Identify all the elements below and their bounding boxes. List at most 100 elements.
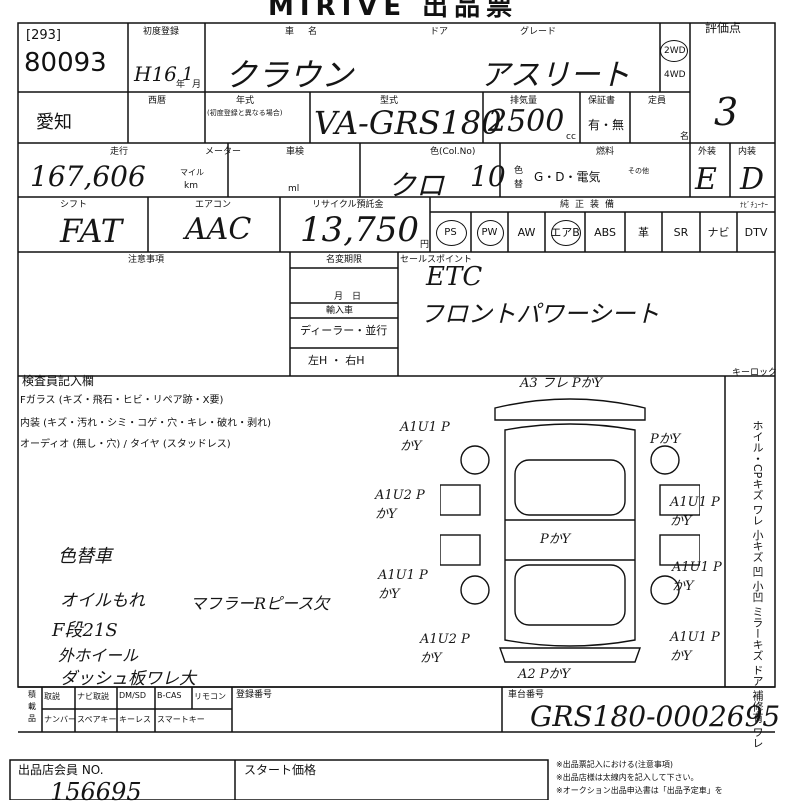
equipment-item: SR — [673, 225, 689, 239]
name-change-date: 月 日 — [334, 292, 362, 302]
right-vertical-labels: ホイル・CPキズ ワレ 小キズ 凹 小凹 ミラーキズ ドア 補修有 ワレ — [751, 420, 764, 749]
shift-label: シフト — [60, 200, 88, 210]
diagram-note-r3: A1U1 PかY — [670, 630, 720, 664]
score-value: 3 — [714, 90, 739, 134]
sales-point-2: フロントパワーシート — [420, 300, 660, 328]
equipment-item: AW — [517, 225, 536, 239]
inspection-label: 車検 — [286, 147, 305, 157]
first-reg-label: 初度登録 — [143, 27, 180, 37]
name-change-label: 名変期限 — [326, 255, 363, 265]
recycle-value: 13,750 — [300, 210, 419, 250]
bottom-label-char: 品 — [28, 714, 36, 723]
color-code-value: 10 — [470, 160, 506, 193]
exterior-label: 外装 — [698, 147, 717, 157]
shift-value: FAT — [60, 212, 123, 250]
bottom-item: スペアキー — [77, 715, 117, 724]
equipment-item: ABS — [594, 225, 616, 239]
grade-label: グレード — [520, 27, 557, 37]
bottom-label-char: 載 — [28, 702, 36, 711]
color-prefix-2: 替 — [514, 180, 524, 190]
nav-note: ﾅﾋﾞﾁｭｰﾅｰ — [740, 201, 768, 209]
color-prefix: 色 — [514, 166, 524, 176]
bottom-item: DM/SD — [119, 691, 146, 700]
door-label: ドア — [430, 27, 449, 37]
displacement-label: 排気量 — [510, 96, 538, 106]
equipment-item: ナビ — [707, 226, 730, 239]
car-diagram — [440, 398, 700, 663]
displacement-value: 2500 — [488, 104, 565, 139]
note-oil-leak: オイルもれ — [60, 591, 145, 611]
fuel-label: 燃料 — [596, 147, 615, 157]
model-value: VA-GRS180 — [314, 104, 502, 142]
note-dash: ダッシュ板ワレ大 — [60, 669, 196, 689]
diagram-note-fr: PかY — [650, 432, 681, 447]
fuel-other: その他 — [628, 167, 649, 175]
year-type-label: 西暦 — [148, 96, 167, 106]
equipment-circle — [436, 220, 467, 246]
mileage-label: 走行 — [110, 147, 129, 157]
fglass-line: Fガラス (キズ・飛石・ヒビ・リペア跡・X要) — [20, 395, 224, 406]
import-label: 輸入車 — [326, 306, 354, 316]
interior-value: D — [740, 162, 765, 197]
warranty-options: 有・無 — [588, 118, 625, 132]
color-value: クロ — [388, 169, 445, 202]
bottom-item: キーレス — [119, 715, 151, 724]
model-year-note: (初度登録と異なる場合) — [207, 109, 283, 117]
yen-unit: 円 — [420, 240, 430, 250]
diagram-note-a2: A2 PかY — [518, 667, 571, 682]
chassis-label: 車台番号 — [508, 690, 545, 700]
insp-year: ml — [288, 184, 300, 194]
score-label: 評価点 — [705, 21, 742, 35]
sheet-title: MIRIVE 出品票 — [268, 0, 519, 22]
seller-number-value: 156695 — [50, 778, 142, 806]
year-unit: 年 — [176, 80, 186, 90]
dealer-option: ディーラー・並行 — [300, 324, 388, 337]
bottom-items-row-2: ナンバースペアキーキーレススマートキー — [42, 714, 232, 728]
bottom-item: ナンバー — [44, 715, 76, 724]
wd4-label: 4WD — [664, 70, 686, 80]
audio-line: オーディオ (無し・穴) / タイヤ (スタッドレス) — [20, 439, 231, 450]
notice-text: ※出品票記入における(注意事項)※出品店様は太線内を記入して下さい。※オークショ… — [556, 758, 723, 797]
grade-value: アスリート — [480, 58, 630, 93]
note-color-change: 色替車 — [58, 546, 112, 567]
equipment-circle — [551, 220, 581, 246]
key-lock-label: キーロック — [732, 368, 778, 378]
notice-line: ※オークション出品申込書は「出品予定車」を — [556, 786, 723, 795]
month-unit: 月 — [192, 80, 202, 90]
diagram-note-a3: A3 フレ PかY — [520, 376, 603, 391]
mile-unit-2: km — [184, 181, 198, 191]
bottom-item: B-CAS — [157, 691, 182, 700]
capacity-label: 定員 — [648, 96, 667, 106]
bottom-item: スマートキー — [157, 715, 205, 724]
equipment-circle — [477, 220, 504, 246]
equipment-item: DTV — [744, 225, 768, 239]
reg-year-value: H16 — [134, 62, 177, 86]
bottom-item: ナビ取説 — [77, 692, 109, 701]
exterior-value: E — [695, 162, 717, 197]
start-price-label: スタート価格 — [244, 763, 317, 777]
equipment-label: 純正装備 — [560, 200, 621, 210]
note-wheel: 外ホイール — [58, 646, 139, 665]
diagram-note-r2: A1U1 PかY — [672, 560, 722, 594]
diagram-note-l1: A1U2 PかY — [375, 488, 425, 522]
bottom-item: 取説 — [44, 692, 60, 701]
fuel-options: G・D・電気 — [534, 170, 601, 184]
prefecture: 愛知 — [36, 112, 72, 133]
car-name-label: 車名 — [285, 27, 332, 37]
note-tire: F段21S — [52, 620, 118, 641]
bottom-vertical-label: 積載品 — [25, 689, 39, 725]
sales-points-label: セールスポイント — [400, 255, 473, 265]
bottom-item: リモコン — [194, 692, 226, 701]
aircon-value: AAC — [185, 212, 252, 247]
seller-label: 出品店会員 NO. — [18, 763, 104, 777]
wd2-circle — [660, 40, 688, 62]
diagram-note-l3: A1U2 PかY — [420, 632, 470, 666]
bottom-label-char: 積 — [28, 690, 36, 699]
registration-label: 登録番号 — [236, 690, 273, 700]
reg-month-value: 1 — [182, 64, 194, 85]
mileage-value: 167,606 — [30, 160, 146, 193]
notes-label: 注意事項 — [128, 255, 165, 265]
cc-unit: cc — [566, 132, 576, 142]
